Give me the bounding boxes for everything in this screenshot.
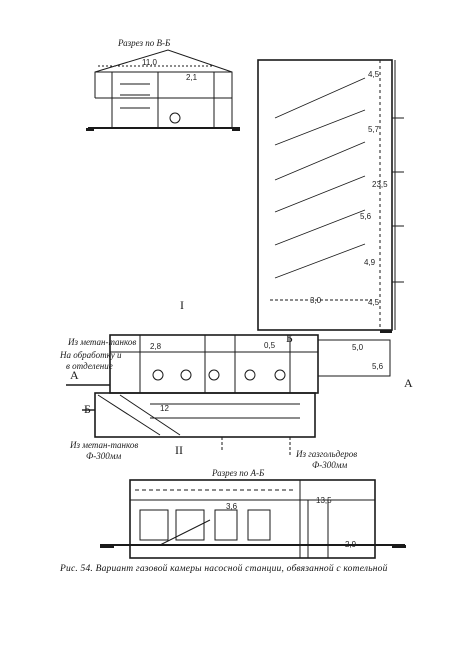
dim-50: 5,0: [352, 343, 364, 352]
dim-57: 5,7: [368, 125, 380, 134]
section-marker-b-left: Б: [84, 402, 91, 416]
from-gasholder-label: Из газгольдеров: [296, 449, 358, 459]
to-equipment-label-1: На обработку и: [60, 350, 122, 360]
dim-12: 12: [160, 404, 169, 413]
ground-hatch: [86, 128, 406, 548]
section-marker-b-right: Б: [286, 331, 293, 345]
zone-marker-ii: II: [175, 443, 183, 457]
section-ab-title: Разрез по А-Б: [212, 468, 265, 478]
section-vb-drawing: [88, 49, 240, 129]
tank-hall-plan: [257, 59, 404, 331]
dim-29: 2,9: [345, 540, 357, 549]
section-marker-a-right: А: [404, 376, 413, 390]
dim-30: 3,0: [310, 296, 322, 305]
from-tanks-label: Из метан-танков: [68, 337, 137, 347]
pipe-dia-right-label: Ф-300мм: [312, 460, 348, 470]
dim-45b: 4,5: [368, 298, 380, 307]
tank-hall-diagonals: [274, 77, 366, 279]
section-ab-drawing: [100, 479, 405, 559]
dim-11: 11,0: [142, 58, 157, 67]
section-marker-a-left: А: [70, 368, 79, 382]
pipe-dia-bottom-label: Ф-300мм: [86, 451, 122, 461]
zone-marker-i: I: [180, 298, 184, 312]
from-tanks-bottom-label: Из метан-танков: [70, 440, 139, 450]
figure-caption: Рис. 54. Вариант газовой камеры насосной…: [60, 564, 388, 574]
dim-28: 2,8: [150, 342, 162, 351]
section-vb-title: Разрез по В-Б: [118, 38, 171, 48]
to-equipment-label-2: в отделение: [66, 361, 113, 371]
dim-36: 3,6: [226, 502, 238, 511]
dim-05: 0,5: [264, 341, 276, 350]
dim-56: 5,6: [360, 212, 372, 221]
dim-49: 4,9: [364, 258, 376, 267]
dim-135: 13,5: [316, 496, 332, 505]
dim-56b: 5,6: [372, 362, 384, 371]
dim-21: 2,1: [186, 73, 198, 82]
dim-45: 4,5: [368, 70, 380, 79]
pump-station-plan: [66, 334, 391, 455]
dim-235: 23,5: [372, 180, 388, 189]
